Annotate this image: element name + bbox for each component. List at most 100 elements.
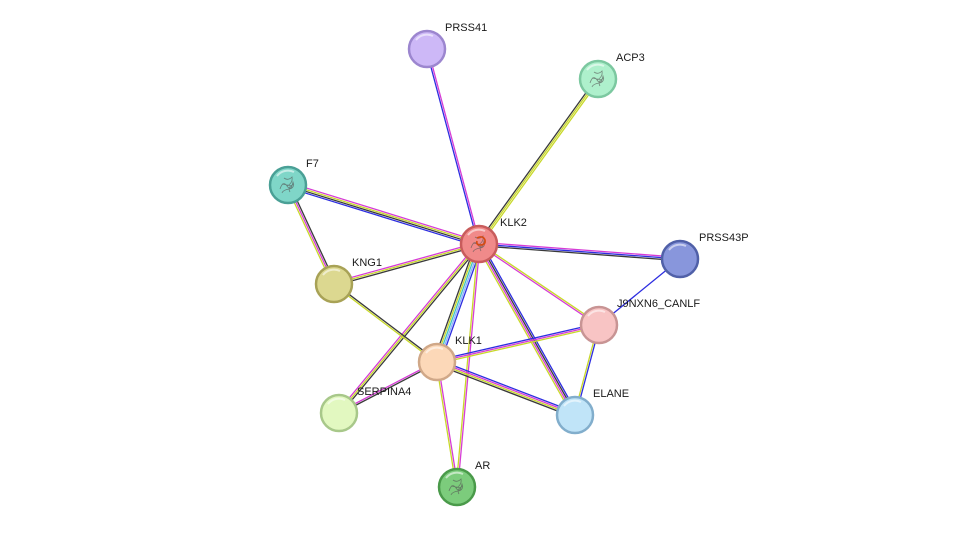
edge-evidence-line: [437, 326, 600, 365]
node-klk2[interactable]: KLK2: [459, 217, 527, 264]
edge-evidence-line: [479, 243, 577, 415]
edge-evidence-line: [439, 244, 483, 364]
protein-structure-icon: [470, 235, 486, 253]
edge-evidence-line: [480, 242, 578, 415]
edge-evidence-line: [478, 78, 599, 245]
node-label: SERPINA4: [357, 386, 411, 398]
node-label: KLK2: [500, 217, 527, 229]
node-highlight: [587, 309, 606, 317]
edge-evidence-line: [477, 77, 598, 244]
edge-evidence-line: [476, 244, 574, 417]
node-highlight: [586, 63, 605, 71]
edge-evidence-line: [333, 243, 480, 285]
edge-klk2-elane[interactable]: [476, 242, 578, 417]
node-highlight: [276, 169, 295, 177]
node-circle[interactable]: [579, 305, 619, 345]
node-serpina4[interactable]: SERPINA4: [319, 386, 411, 433]
node-label: J9NXN6_CANLF: [617, 298, 700, 310]
edge-klk2-prss43p[interactable]: [478, 241, 681, 262]
edge-evidence-line: [436, 322, 599, 361]
edge-evidence-line: [337, 242, 479, 413]
edges-layer: [285, 48, 681, 488]
node-highlight: [668, 243, 687, 251]
edge-evidence-line: [479, 242, 600, 325]
node-label: AR: [475, 460, 490, 472]
node-highlight: [467, 228, 486, 236]
edge-klk2-klk1[interactable]: [433, 242, 483, 364]
node-label: PRSS41: [445, 22, 487, 34]
edge-evidence-line: [436, 324, 600, 363]
edge-evidence-line: [288, 181, 480, 243]
node-highlight: [415, 33, 434, 41]
edge-evidence-line: [339, 244, 481, 415]
edge-evidence-line: [287, 185, 479, 246]
edge-evidence-line: [478, 245, 680, 262]
edge-klk2-j9nxn6_canlf[interactable]: [478, 242, 600, 327]
protein-structure-icon: [448, 478, 464, 496]
node-circle[interactable]: [417, 342, 457, 382]
edge-evidence-line: [477, 244, 575, 416]
edge-evidence-line: [338, 243, 480, 414]
node-prss43p[interactable]: PRSS43P: [660, 232, 749, 279]
edge-evidence-line: [334, 282, 438, 362]
edge-evidence-line: [435, 362, 457, 488]
node-j9nxn6_canlf[interactable]: J9NXN6_CANLF: [579, 298, 700, 345]
edge-evidence-line: [455, 243, 479, 487]
edge-evidence-line: [437, 361, 459, 487]
edge-evidence-line: [479, 79, 600, 246]
node-circle[interactable]: [407, 29, 447, 69]
node-label: F7: [306, 158, 319, 170]
node-highlight: [445, 471, 464, 479]
node-circle[interactable]: [555, 395, 595, 435]
edge-klk1-elane[interactable]: [435, 359, 577, 418]
edge-evidence-line: [437, 360, 576, 415]
protein-structure-icon: [279, 176, 295, 194]
node-circle[interactable]: [314, 264, 354, 304]
protein-structure-icon: [589, 70, 605, 88]
edge-evidence-line: [287, 186, 479, 248]
node-highlight: [322, 268, 341, 276]
node-label: KLK1: [455, 335, 482, 347]
node-klk1[interactable]: KLK1: [417, 335, 482, 382]
node-label: KNG1: [352, 257, 382, 269]
node-prss41[interactable]: PRSS41: [407, 22, 487, 69]
edge-evidence-line: [425, 49, 479, 245]
node-highlight: [327, 397, 346, 405]
node-highlight: [563, 399, 582, 407]
edge-evidence-line: [436, 243, 480, 363]
node-circle[interactable]: [319, 393, 359, 433]
edge-klk2-serpina4[interactable]: [337, 242, 481, 415]
node-kng1[interactable]: KNG1: [314, 257, 382, 304]
edge-klk1-ar[interactable]: [435, 361, 459, 488]
edge-klk1-j9nxn6_canlf[interactable]: [436, 322, 600, 365]
node-ar[interactable]: AR: [437, 460, 490, 507]
edge-evidence-line: [479, 241, 681, 258]
node-label: ELANE: [593, 388, 629, 400]
edge-evidence-line: [433, 242, 477, 362]
edge-evidence-line: [457, 244, 481, 488]
node-circle[interactable]: [660, 239, 700, 279]
edge-evidence-line: [333, 241, 479, 283]
edge-evidence-line: [436, 362, 575, 417]
edge-evidence-line: [437, 359, 577, 414]
query-protein-icon: [476, 236, 486, 246]
edge-evidence-line: [478, 243, 681, 260]
edge-evidence-line: [478, 244, 599, 327]
node-highlight: [425, 346, 444, 354]
edge-klk2-ar[interactable]: [455, 243, 481, 488]
edge-klk2-kng1[interactable]: [333, 241, 480, 287]
edge-kng1-klk1[interactable]: [333, 282, 438, 364]
node-elane[interactable]: ELANE: [555, 388, 629, 435]
edge-evidence-line: [288, 183, 480, 244]
edge-evidence-line: [334, 245, 480, 287]
node-acp3[interactable]: ACP3: [578, 52, 645, 99]
edge-evidence-line: [427, 48, 481, 244]
node-f7[interactable]: F7: [268, 158, 319, 205]
edge-klk2-f7[interactable]: [287, 181, 480, 248]
edge-evidence-line: [435, 363, 575, 418]
edge-evidence-line: [333, 284, 437, 364]
edge-klk2-prss41[interactable]: [425, 48, 481, 245]
edge-klk2-acp3[interactable]: [477, 77, 600, 246]
